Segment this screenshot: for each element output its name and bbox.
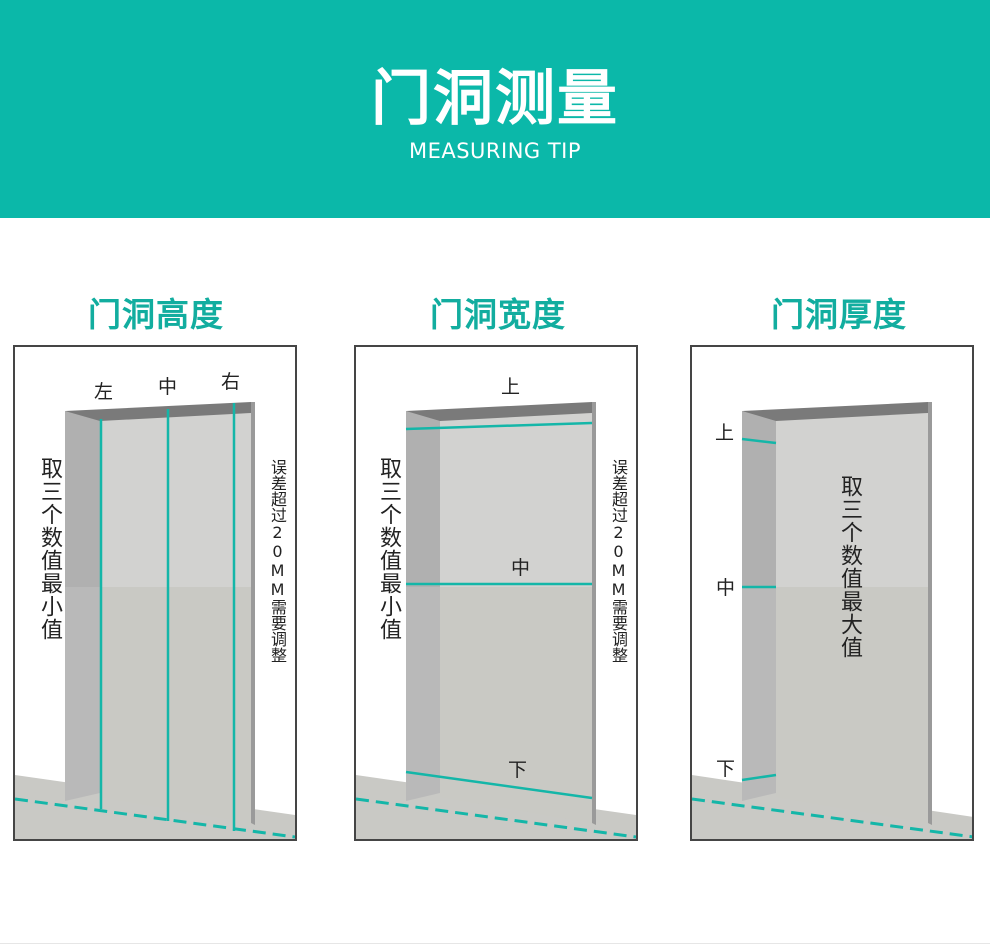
floor-dashed-line [15,797,295,839]
thickness-diagram: 上 中 下 取三个数值最大值 [690,345,974,841]
floor-dashed-line [356,797,636,839]
label-top: 上 [715,422,735,444]
door-header [406,402,592,421]
door-header [742,402,928,421]
door-header [65,402,251,421]
label-bottom: 下 [716,758,736,780]
door-opening-bottom [776,587,928,823]
panel-title-width: 门洞宽度 [430,295,566,334]
door-jamb-bottom [65,587,100,801]
header-banner: 门洞测量 MEASURING TIP [0,0,990,218]
label-middle: 中 [511,557,531,579]
note-max-value: 取三个数值最大值 [837,475,862,659]
label-middle: 中 [716,577,736,599]
door-opening-bottom [100,587,251,823]
panel-title-thickness: 门洞厚度 [771,295,907,334]
label-middle: 中 [158,376,178,398]
note-tolerance: 误差超过20MM需要调整 [268,459,287,663]
label-right: 右 [221,371,241,393]
thickness-door-illustration [692,402,972,839]
bottom-divider [0,943,990,944]
door-jamb-bottom [742,587,776,801]
door-jamb-top [406,411,440,587]
door-jamb-top [65,411,100,587]
measure-line-bottom [405,770,593,800]
door-right-edge [251,402,255,825]
note-tolerance: 误差超过20MM需要调整 [609,459,628,663]
door-opening-bottom [440,587,592,823]
door-right-edge [928,402,932,825]
label-left: 左 [94,381,114,403]
note-min-value: 取三个数值最小值 [37,457,62,641]
door-jamb-bottom [406,587,440,801]
door-opening-top [440,413,592,587]
page-subtitle: MEASURING TIP [408,139,582,163]
measure-line-top [741,437,777,445]
label-top: 上 [501,376,521,398]
width-door-illustration [356,402,636,839]
door-opening-top [100,413,251,587]
measure-line-top [405,421,593,431]
floor-dashed-line [692,797,972,839]
note-min-value: 取三个数值最小值 [376,457,401,641]
door-opening-top [776,413,928,587]
width-diagram: 上 中 下 取三个数值最小值 误差超过20MM需要调整 [354,345,638,841]
height-diagram: 左 中 右 取三个数值最小值 误差超过20MM需要调整 [13,345,297,841]
label-bottom: 下 [508,759,528,781]
measure-line-bottom [741,773,777,782]
page-title: 门洞测量 [371,64,619,134]
panel-title-height: 门洞高度 [88,295,224,334]
door-jamb-top [742,411,776,587]
height-door-illustration [15,402,295,839]
door-right-edge [592,402,596,825]
